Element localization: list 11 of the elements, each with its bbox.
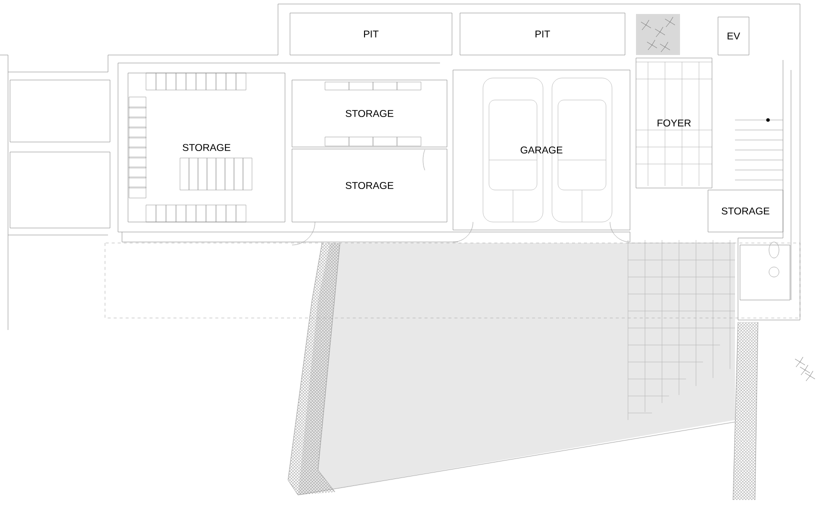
room-box: STORAGE xyxy=(708,190,784,232)
room-box: PIT xyxy=(290,12,452,56)
room-box: GARAGE xyxy=(452,70,630,230)
room-box: STORAGE xyxy=(128,72,286,222)
room-box: PIT xyxy=(460,12,626,56)
room-box: STORAGE xyxy=(292,80,448,148)
room-box: STORAGE xyxy=(292,148,448,222)
room-box xyxy=(10,80,110,142)
room-box: EV xyxy=(718,16,750,56)
room-box: FOYER xyxy=(636,58,712,188)
room-box xyxy=(10,152,110,228)
